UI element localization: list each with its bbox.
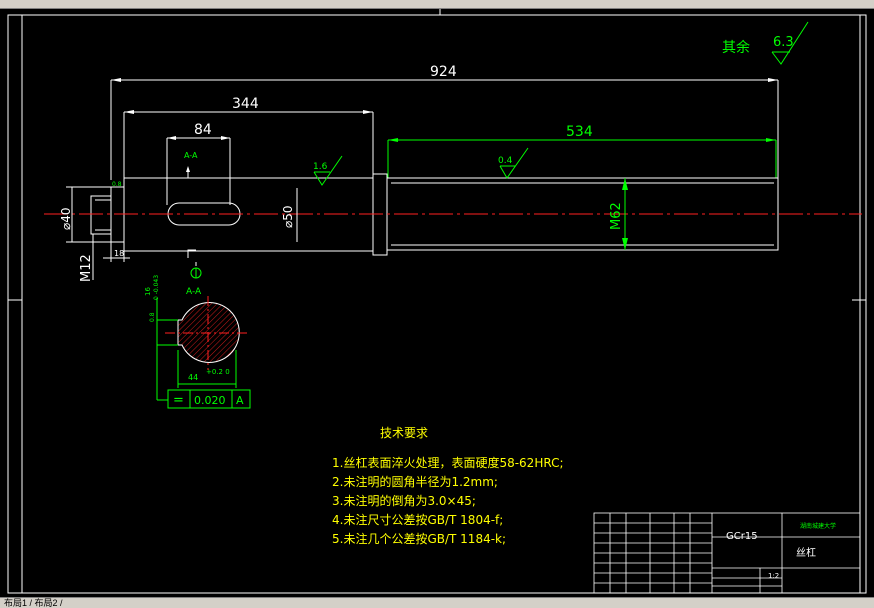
dim-18: 18: [114, 249, 124, 258]
small-label: 0.8: [149, 312, 156, 322]
section-label-top: A-A: [184, 151, 198, 160]
drawing-canvas[interactable]: 其余 6.3 924 344 84 534 ⌀50 ⌀40: [0, 9, 874, 597]
toolbar: [0, 0, 874, 9]
dim-left: 344: [232, 96, 259, 112]
title-scale: 1:2: [768, 572, 779, 580]
title-block: [593, 512, 861, 594]
dim-m12: M12: [79, 254, 94, 282]
inner-frame: [21, 14, 861, 594]
layout-tabs-bar[interactable]: 布局1 / 布局2 /: [0, 597, 874, 608]
roughness-general-value: 6.3: [773, 35, 794, 50]
tolerance-datum: A: [236, 394, 244, 407]
layout-tabs[interactable]: 布局1 / 布局2 /: [4, 598, 63, 608]
key-width-tol: +0.2 0: [206, 368, 230, 376]
roughness-general-label: 其余: [722, 39, 750, 56]
dim-right: 534: [566, 124, 593, 140]
notes-title: 技术要求: [380, 426, 428, 440]
tolerance-symbol: =: [173, 393, 184, 408]
title-school: 湖南城建大学: [800, 522, 836, 530]
title-material: GCr15: [726, 531, 758, 542]
dim-d50: ⌀50: [281, 206, 295, 229]
key-width: 44: [188, 373, 198, 382]
note-item-1: 1.丝杠表面淬火处理，表面硬度58-62HRC;: [332, 455, 564, 470]
section-label: A-A: [186, 287, 202, 297]
dim-d40: ⌀40: [59, 208, 73, 231]
note-item-5: 5.未注几个公差按GB/T 1184-k;: [332, 531, 506, 546]
roughness-shaft: 1.6: [313, 162, 328, 172]
dim-small: 0.8: [112, 181, 122, 188]
dim-total: 924: [430, 64, 457, 80]
note-item-3: 3.未注明的倒角为3.0×45;: [332, 493, 476, 508]
note-item-2: 2.未注明的圆角半径为1.2mm;: [332, 474, 498, 489]
shaft-thread-end: [90, 195, 112, 235]
dim-m62: M62: [609, 202, 624, 230]
title-part-name: 丝杠: [796, 546, 816, 559]
dim-key-len: 84: [194, 122, 212, 138]
key-depth-tol: 0 -0.043: [153, 275, 160, 300]
roughness-general-symbol: [771, 21, 809, 65]
roughness-shaft-symbol: [313, 155, 343, 186]
roughness-thread: 0.4: [498, 156, 513, 166]
tolerance-frame: [167, 389, 251, 409]
note-item-4: 4.未注尺寸公差按GB/T 1804-f;: [332, 512, 503, 527]
tolerance-value: 0.020: [194, 394, 226, 407]
roughness-thread-symbol: [499, 147, 529, 179]
key-depth-label: 16: [144, 287, 152, 296]
